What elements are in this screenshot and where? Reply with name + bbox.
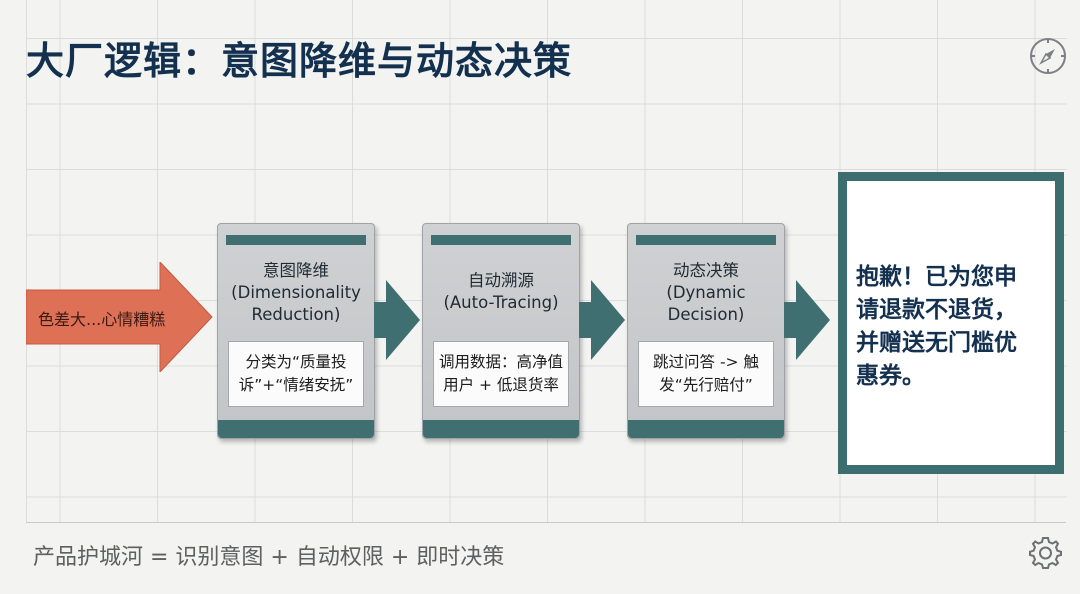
card-bottom-bar [628,420,784,438]
step-detail-line: 诉”+“情绪安抚” [238,376,354,394]
step-title-zh: 意图降维 [263,261,329,280]
input-label: 色差大...心情糟糕 [38,310,166,329]
step-heading: 自动溯源 (Auto-Tracing) [423,270,579,314]
card-bottom-bar [218,420,374,438]
page-title: 大厂逻辑：意图降维与动态决策 [26,39,573,83]
footer-formula: 产品护城河 = 识别意图 + 自动权限 + 即时决策 [33,545,505,570]
card-top-bar [226,235,366,245]
connector-arrow [579,280,625,360]
footer-divider [26,522,1066,523]
step-detail-line: 跳过问答 -> 触 [653,353,759,371]
step-title-zh: 自动溯源 [468,271,534,290]
step-detail-line: 分类为“质量投 [245,353,347,371]
step-heading: 动态决策 (Dynamic Decision) [628,260,784,326]
card-top-bar [431,235,571,245]
step-card-dynamic-decision: 动态决策 (Dynamic Decision) 跳过问答 -> 触 发“先行赔付… [627,223,785,439]
step-title-en: (Dynamic [666,283,746,302]
result-line: 惠券。 [856,363,925,389]
step-detail-box: 调用数据：高净值 用户 + 低退货率 [433,341,569,407]
gear-icon[interactable] [1027,535,1063,571]
step-title-zh: 动态决策 [673,261,739,280]
result-line: 抱歉！已为您申 [856,264,1017,290]
step-detail-line: 用户 + 低退货率 [443,376,559,394]
result-box: 抱歉！已为您申 请退款不退货， 并赠送无门槛优 惠券。 [838,172,1064,474]
step-card-intent-reduction: 意图降维 (Dimensionality Reduction) 分类为“质量投 … [217,223,375,439]
step-title-en-2: Decision) [667,305,745,324]
step-heading: 意图降维 (Dimensionality Reduction) [218,260,374,326]
compass-icon[interactable] [1029,37,1067,75]
step-title-en: (Auto-Tracing) [443,293,559,312]
connector-arrow [784,280,830,360]
result-line: 并赠送无门槛优 [856,330,1017,356]
step-detail-box: 跳过问答 -> 触 发“先行赔付” [638,341,774,407]
result-message: 抱歉！已为您申 请退款不退货， 并赠送无门槛优 惠券。 [856,261,1052,393]
step-title-en: (Dimensionality [231,283,361,302]
step-title-en-2: Reduction) [251,305,341,324]
step-card-auto-tracing: 自动溯源 (Auto-Tracing) 调用数据：高净值 用户 + 低退货率 [422,223,580,439]
card-bottom-bar [423,420,579,438]
step-detail-line: 发“先行赔付” [659,376,753,394]
step-detail-box: 分类为“质量投 诉”+“情绪安抚” [228,341,364,407]
result-line: 请退款不退货， [856,297,1017,323]
input-arrow: 色差大...心情糟糕 [26,262,214,372]
connector-arrow [374,280,420,360]
card-top-bar [636,235,776,245]
step-detail-line: 调用数据：高净值 [438,353,563,371]
